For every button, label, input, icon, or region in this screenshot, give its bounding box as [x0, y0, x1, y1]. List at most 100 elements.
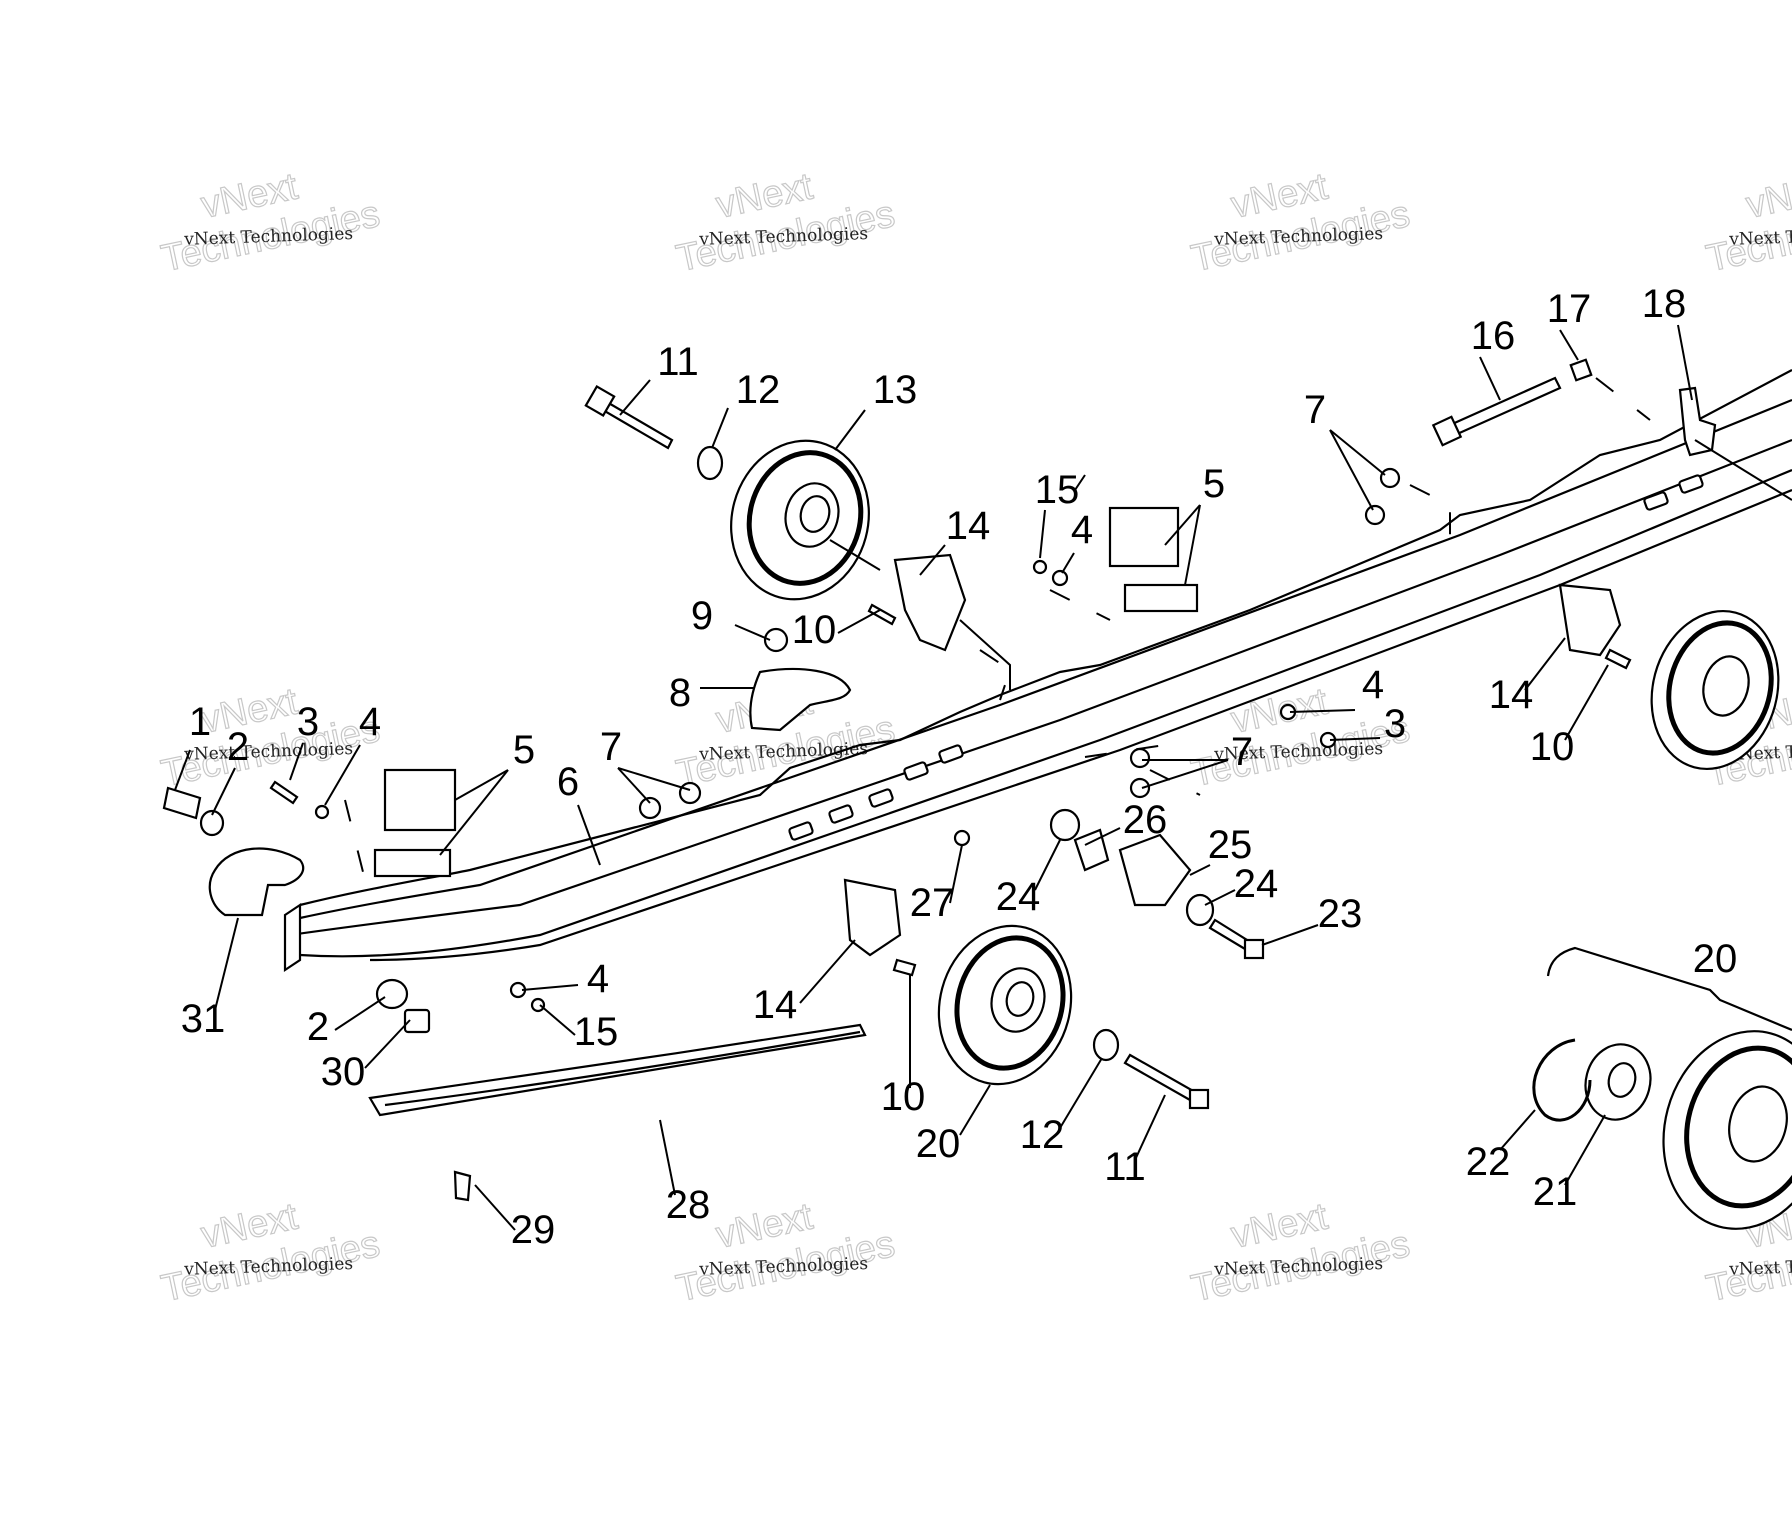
- callout-number: 30: [321, 1050, 366, 1094]
- callout-number: 4: [1362, 663, 1384, 707]
- callout-7: 7: [600, 725, 691, 804]
- callout-12: 12: [1020, 1057, 1103, 1157]
- callout-number: 28: [666, 1183, 711, 1227]
- leader-line: [1034, 839, 1061, 891]
- callout-number: 5: [1203, 462, 1225, 506]
- callout-4: 4: [324, 700, 381, 806]
- callout-number: 10: [1530, 725, 1575, 769]
- callout-20: 20: [1693, 937, 1738, 981]
- callout-number: 24: [1234, 862, 1279, 906]
- suspension-rail: [283, 369, 1792, 973]
- callout-7: 7: [1141, 730, 1253, 789]
- leader-line: [1564, 664, 1609, 741]
- leader-line: [619, 379, 651, 416]
- leader-line: [174, 749, 191, 791]
- callout-number: 26: [1123, 798, 1168, 842]
- leader-line: [439, 769, 509, 856]
- callout-9: 9: [691, 594, 771, 641]
- leader-line: [1499, 1109, 1536, 1151]
- callout-8: 8: [669, 671, 755, 715]
- callout-21: 21: [1533, 1114, 1606, 1214]
- leader-line: [834, 409, 866, 451]
- callout-4: 4: [521, 957, 609, 1001]
- callout-number: 16: [1471, 314, 1516, 358]
- rail-slots: [788, 474, 1704, 841]
- bracket-20: [1546, 946, 1792, 1032]
- callout-16: 16: [1471, 314, 1516, 401]
- callout-10: 10: [881, 975, 925, 1119]
- leader-line: [1204, 889, 1236, 906]
- leader-line: [539, 1004, 576, 1036]
- leader-line: [734, 624, 771, 641]
- leader-line: [1084, 827, 1121, 846]
- alignment-lines: [344, 377, 1792, 901]
- leader-line: [1164, 504, 1201, 546]
- leader-line: [617, 767, 651, 804]
- callout-number: 24: [996, 875, 1041, 919]
- callout-28: 28: [659, 1119, 711, 1227]
- leader-line: [1329, 737, 1381, 741]
- callout-number: 2: [227, 725, 249, 769]
- leader-line: [1329, 429, 1386, 476]
- callout-7: 7: [1304, 388, 1386, 511]
- callout-number: 31: [181, 997, 226, 1041]
- leader-line: [214, 917, 239, 1011]
- callout-18: 18: [1642, 282, 1693, 401]
- leader-line: [1141, 759, 1229, 789]
- svg-text:vNext: vNext: [1742, 166, 1792, 227]
- leader-line: [1061, 552, 1075, 574]
- callout-number: 23: [1318, 892, 1363, 936]
- leader-line: [659, 1119, 676, 1196]
- leader-line: [289, 742, 304, 781]
- leader-line: [454, 769, 509, 801]
- callout-3: 3: [289, 700, 319, 781]
- leader-line: [959, 1084, 991, 1136]
- idler-wheel-13: [730, 439, 870, 601]
- callout-2: 2: [211, 725, 249, 816]
- callout-14: 14: [753, 939, 856, 1027]
- callout-22: 22: [1466, 1109, 1536, 1184]
- callout-6: 6: [557, 760, 601, 866]
- leader-line: [1329, 429, 1374, 511]
- leader-line: [617, 767, 691, 791]
- callout-number: 29: [511, 1208, 556, 1252]
- leader-line: [919, 544, 946, 576]
- callout-number: 7: [600, 725, 622, 769]
- callout-number: 4: [587, 957, 609, 1001]
- leader-line: [474, 1184, 516, 1231]
- leader-line: [1059, 1057, 1103, 1129]
- leader-line: [1184, 504, 1201, 586]
- callout-11: 11: [619, 340, 699, 416]
- leader-line: [1189, 864, 1211, 876]
- callout-number: 6: [557, 760, 579, 804]
- callout-12: 12: [711, 368, 781, 449]
- wheel-20-exploded: [1662, 1030, 1792, 1230]
- callout-number: 14: [946, 504, 991, 548]
- leader-line: [324, 744, 361, 806]
- leader-line: [799, 939, 856, 1004]
- wheel-20-right: [1650, 609, 1780, 771]
- callout-14: 14: [1489, 637, 1566, 717]
- callout-31: 31: [181, 917, 239, 1041]
- wheel-20-center: [937, 924, 1073, 1086]
- callout-13: 13: [834, 368, 917, 451]
- callout-10: 10: [1530, 664, 1609, 769]
- callout-number: 12: [1020, 1113, 1065, 1157]
- callout-17: 17: [1547, 287, 1591, 361]
- leader-line: [364, 1019, 411, 1069]
- leader-line: [577, 804, 601, 866]
- callout-number: 18: [1642, 282, 1687, 326]
- leader-line: [837, 609, 881, 634]
- bearing-21: [1584, 1043, 1652, 1121]
- snap-ring-22: [1532, 1038, 1592, 1122]
- callout-14: 14: [919, 504, 991, 576]
- callout-number: 12: [736, 368, 781, 412]
- callout-15: 15: [1035, 468, 1079, 559]
- callout-number: 20: [1693, 937, 1738, 981]
